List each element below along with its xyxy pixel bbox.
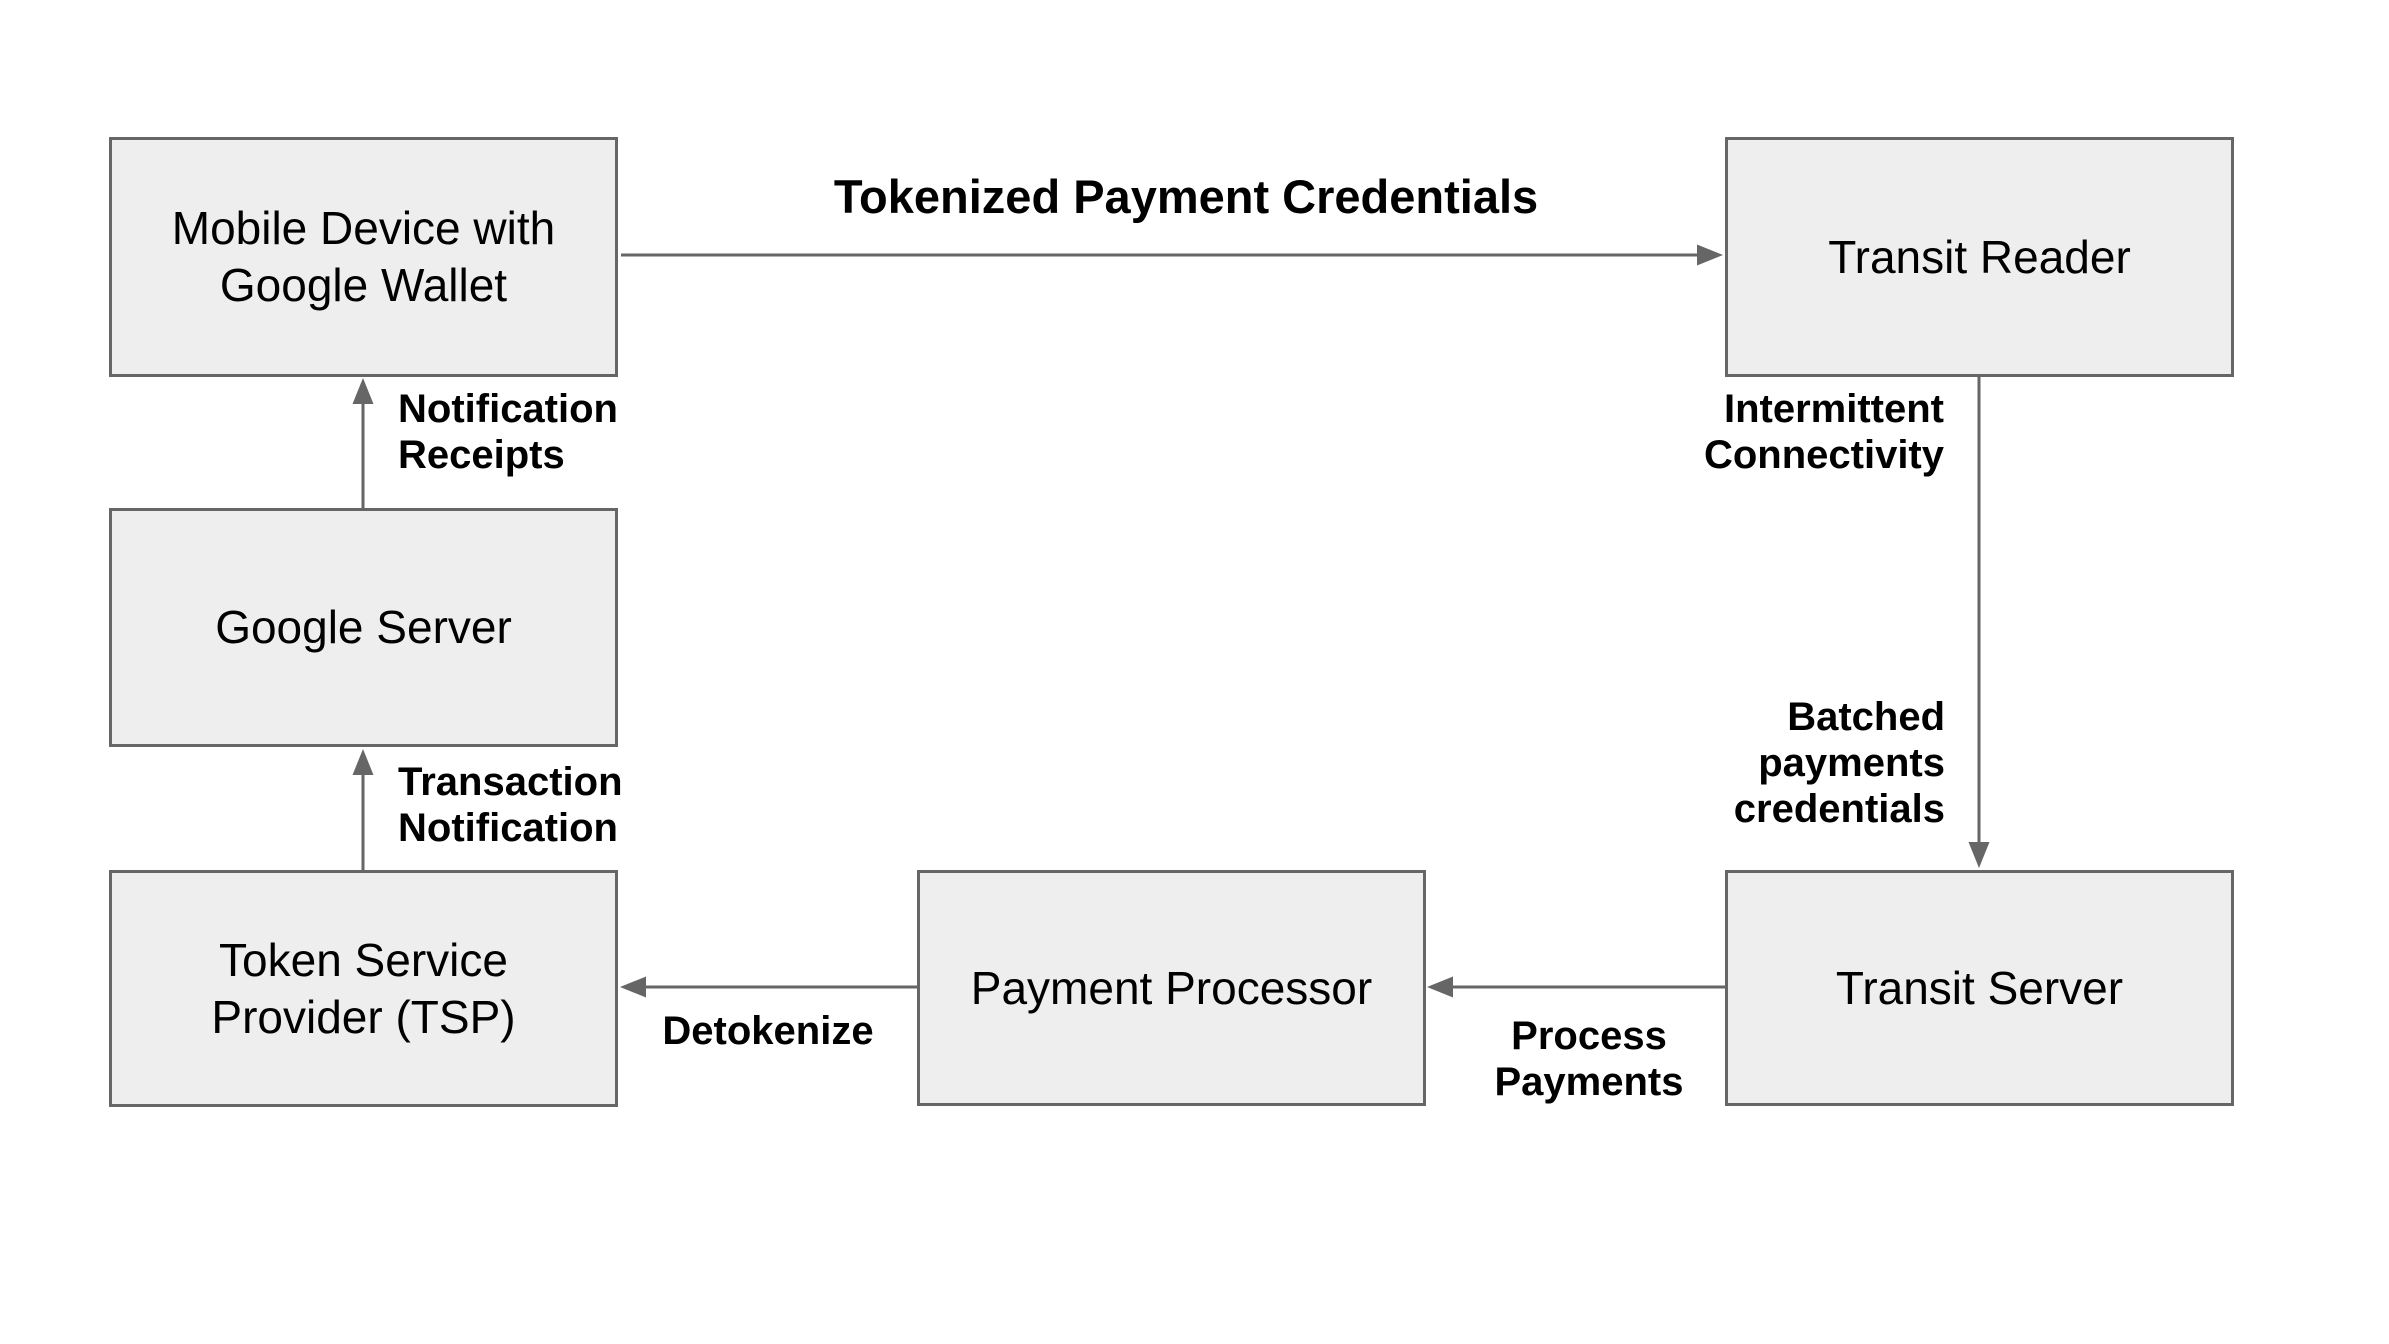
edge-label-intermittent-connectivity: Intermittent Connectivity [1703,387,1944,477]
node-transit-server: Transit Server [1725,870,2234,1106]
arrow-transaction-notification [352,749,374,870]
edge-label-tokenized-payment-credentials: Tokenized Payment Credentials [833,170,1539,223]
node-token-service-provider-label: Token Service Provider (TSP) [211,933,516,1043]
edge-label-transaction-notification: Transaction Notification [398,760,623,850]
arrow-process-payments [1427,976,1725,998]
node-mobile-device-label: Mobile Device with Google Wallet [171,202,556,311]
node-payment-processor-label: Payment Processor [970,961,1373,1014]
edge-label-batched-payments-credentials: Batched payments credentials [1733,695,1945,831]
node-transit-reader: Transit Reader [1725,137,2234,377]
node-transit-server-label: Transit Server [1835,961,2124,1014]
node-token-service-provider: Token Service Provider (TSP) [109,870,618,1107]
arrow-detokenize [620,976,917,998]
node-google-server-label: Google Server [215,601,512,653]
node-mobile-device-google-wallet: Mobile Device with Google Wallet [109,137,618,377]
edge-label-notification-receipts: Notification Receipts [398,387,618,477]
arrow-notification-receipts [352,378,374,508]
node-google-server: Google Server [109,508,618,747]
edge-label-detokenize: Detokenize [662,1009,874,1053]
arrow-batched-payments-credentials [1968,377,1990,868]
node-payment-processor: Payment Processor [917,870,1426,1106]
edge-label-process-payments: Process Payments [1494,1014,1684,1104]
node-transit-reader-label: Transit Reader [1828,230,2131,283]
arrow-tokenized-payment-credentials [621,244,1723,266]
